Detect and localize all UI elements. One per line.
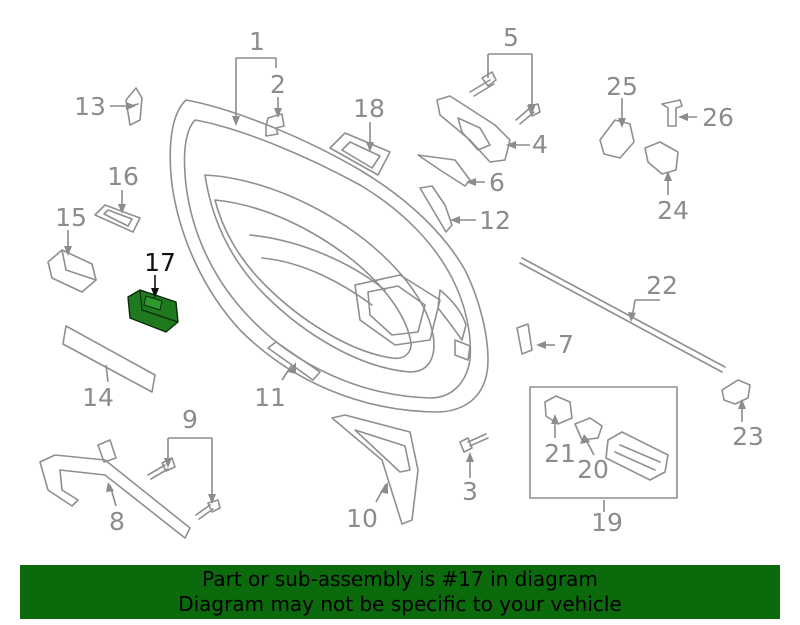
callout-2: 2: [270, 70, 286, 99]
callout-18: 18: [353, 94, 385, 123]
callout-23: 23: [732, 422, 764, 451]
leader-arrowheads: [64, 102, 746, 504]
callout-26: 26: [702, 103, 734, 132]
callout-5: 5: [503, 23, 519, 52]
part-26-push-pin[interactable]: [661, 99, 683, 127]
callout-6: 6: [489, 168, 505, 197]
callout-22: 22: [646, 271, 678, 300]
switch-panel: [605, 431, 669, 481]
part-14-strip[interactable]: [62, 325, 156, 393]
part-2-clip[interactable]: [265, 113, 285, 137]
callout-labels: 1 2 3 4 5 6 7 8 9 10 11 12 13 14 15 16 1…: [55, 23, 764, 537]
part-17-switch-highlighted[interactable]: [127, 289, 179, 333]
part-4-pull-handle[interactable]: [436, 95, 511, 163]
callout-16: 16: [107, 162, 139, 191]
part-10-map-pocket[interactable]: [331, 414, 419, 525]
callout-7: 7: [558, 330, 574, 359]
callout-20: 20: [577, 455, 609, 484]
callout-21: 21: [544, 439, 576, 468]
part-15-housing[interactable]: [47, 249, 97, 293]
callout-10: 10: [346, 504, 378, 533]
banner-line-2: Diagram may not be specific to your vehi…: [178, 592, 622, 616]
callout-12: 12: [479, 206, 511, 235]
callout-19: 19: [591, 508, 623, 537]
exploded-parts-diagram: 1 2 3 4 5 6 7 8 9 10 11 12 13 14 15 16 1…: [39, 23, 764, 539]
part-16-bezel[interactable]: [94, 204, 141, 233]
callout-11: 11: [254, 383, 286, 412]
callout-24: 24: [657, 196, 689, 225]
part-18-bezel[interactable]: [329, 132, 391, 176]
part-24-bracket[interactable]: [644, 141, 679, 175]
callout-3: 3: [462, 477, 478, 506]
part-12-trim-piece[interactable]: [419, 185, 453, 233]
arrowhead-17: [151, 288, 159, 298]
callout-4: 4: [532, 130, 548, 159]
part-7-clip[interactable]: [516, 323, 533, 355]
callout-14: 14: [82, 383, 114, 412]
info-banner: Part or sub-assembly is #17 in diagram D…: [20, 565, 780, 619]
callout-15: 15: [55, 203, 87, 232]
callout-9: 9: [182, 405, 198, 434]
part-9-screws[interactable]: [147, 457, 221, 520]
leader-lines: [67, 53, 743, 512]
banner-line-1: Part or sub-assembly is #17 in diagram: [202, 567, 598, 591]
part-22-weatherstrip[interactable]: [519, 257, 726, 373]
callout-17-highlighted: 17: [144, 248, 176, 277]
part-20: [574, 417, 603, 441]
part-19-assembly[interactable]: [529, 386, 678, 499]
part-23-clip[interactable]: [721, 379, 751, 405]
callout-8: 8: [109, 507, 125, 536]
part-21: [544, 395, 573, 425]
part-11-trim[interactable]: [267, 341, 321, 381]
part-8-armrest-trim[interactable]: [39, 439, 191, 539]
callout-13: 13: [74, 92, 106, 121]
callout-1: 1: [249, 27, 265, 56]
door-trim-panel[interactable]: [169, 99, 489, 413]
part-6-trim-strip[interactable]: [417, 154, 471, 187]
callout-25: 25: [606, 72, 638, 101]
part-25-bracket[interactable]: [599, 119, 635, 159]
part-3-screw[interactable]: [459, 433, 489, 453]
